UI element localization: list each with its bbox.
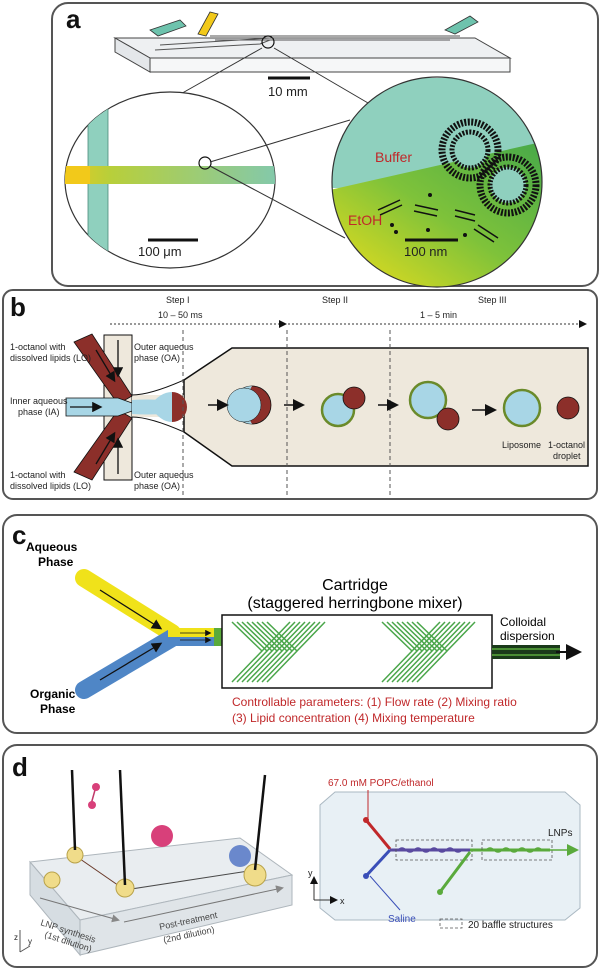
time-label-2: 1 – 5 min [420, 310, 457, 320]
aqueous-phase-line1: Aqueous [26, 540, 78, 554]
liposome-mark [502, 388, 542, 428]
herringbone-chevron [261, 621, 321, 683]
panel-a: a 10 mm [51, 2, 599, 288]
oa-bottom-line1: Outer aqueous [134, 470, 194, 480]
photo-axis-y: y [28, 937, 32, 946]
ia-line2: phase (IA) [18, 407, 60, 417]
oa-top-line1: Outer aqueous [134, 342, 194, 352]
schematic-chip [319, 791, 581, 921]
colloidal-line2: dispersion [500, 629, 555, 643]
colloidal-line1: Colloidal [500, 615, 546, 629]
device-photo-illustration [29, 769, 294, 957]
organic-phase-line1: Organic [30, 687, 76, 701]
organic-phase-line2: Phase [40, 702, 76, 716]
herringbone-group-2 [381, 621, 476, 683]
ia-line1: Inner aqueous [10, 396, 68, 406]
chip-device-illustration [113, 11, 512, 73]
step-1-label: Step I [166, 295, 190, 305]
step-2-label: Step II [322, 295, 348, 305]
photo-axis-z: z [14, 933, 18, 942]
cartridge-subtitle: (staggered herringbone mixer) [247, 595, 462, 612]
oa-top-line2: phase (OA) [134, 353, 180, 363]
label-etoh: EtOH [348, 212, 382, 228]
saline-label: Saline [388, 914, 416, 925]
scale-label-10mm: 10 mm [268, 84, 308, 99]
lo-bottom-line2: dissolved lipids (LO) [10, 481, 91, 491]
droplet-label-line2: droplet [553, 451, 581, 461]
microchannel-zoom [64, 91, 276, 269]
oa-bottom-line2: phase (OA) [134, 481, 180, 491]
herringbone-chevron [411, 621, 471, 683]
panel-a-letter: a [66, 4, 81, 34]
droplet-label-line1: 1-octanol [548, 440, 585, 450]
scale-label-100um: 100 μm [138, 244, 182, 259]
popc-label: 67.0 mM POPC/ethanol [328, 778, 434, 789]
schematic-axis-y: y [308, 868, 313, 878]
scale-label-100nm: 100 nm [404, 244, 447, 259]
label-buffer: Buffer [375, 149, 412, 165]
lo-top-line1: 1-octanol with [10, 342, 66, 352]
herringbone-chevron [416, 621, 476, 683]
panel-c: c Aqueous Phase Organic Phase Cartridge … [2, 514, 598, 734]
panel-b: b Step I Step II Step III 10 – 50 ms 1 –… [2, 289, 598, 500]
panel-c-letter: c [12, 520, 26, 550]
cartridge-title: Cartridge [322, 577, 388, 594]
liposome-label: Liposome [502, 440, 541, 450]
baffle-legend-swatch [439, 918, 463, 929]
lo-bottom-line1: 1-octanol with [10, 470, 66, 480]
params-line1: Controllable parameters: (1) Flow rate (… [232, 695, 517, 709]
schematic-axis-x: x [340, 896, 345, 906]
params-line2: (3) Lipid concentration (4) Mixing tempe… [232, 711, 475, 725]
panel-d-letter: d [12, 752, 28, 782]
baffle-label: 20 baffle structures [468, 920, 553, 931]
herringbone-chevron [266, 621, 326, 683]
panel-b-letter: b [10, 292, 26, 322]
aqueous-phase-line2: Phase [38, 555, 74, 569]
lnps-label: LNPs [548, 828, 572, 839]
panel-d: d LNP synthesis (1st dilution) Post-trea… [2, 744, 598, 968]
herringbone-group-1 [231, 621, 326, 683]
octanol-droplet-mark [556, 396, 580, 420]
step-3-label: Step III [478, 295, 507, 305]
time-label-1: 10 – 50 ms [158, 310, 203, 320]
lo-top-line2: dissolved lipids (LO) [10, 353, 91, 363]
